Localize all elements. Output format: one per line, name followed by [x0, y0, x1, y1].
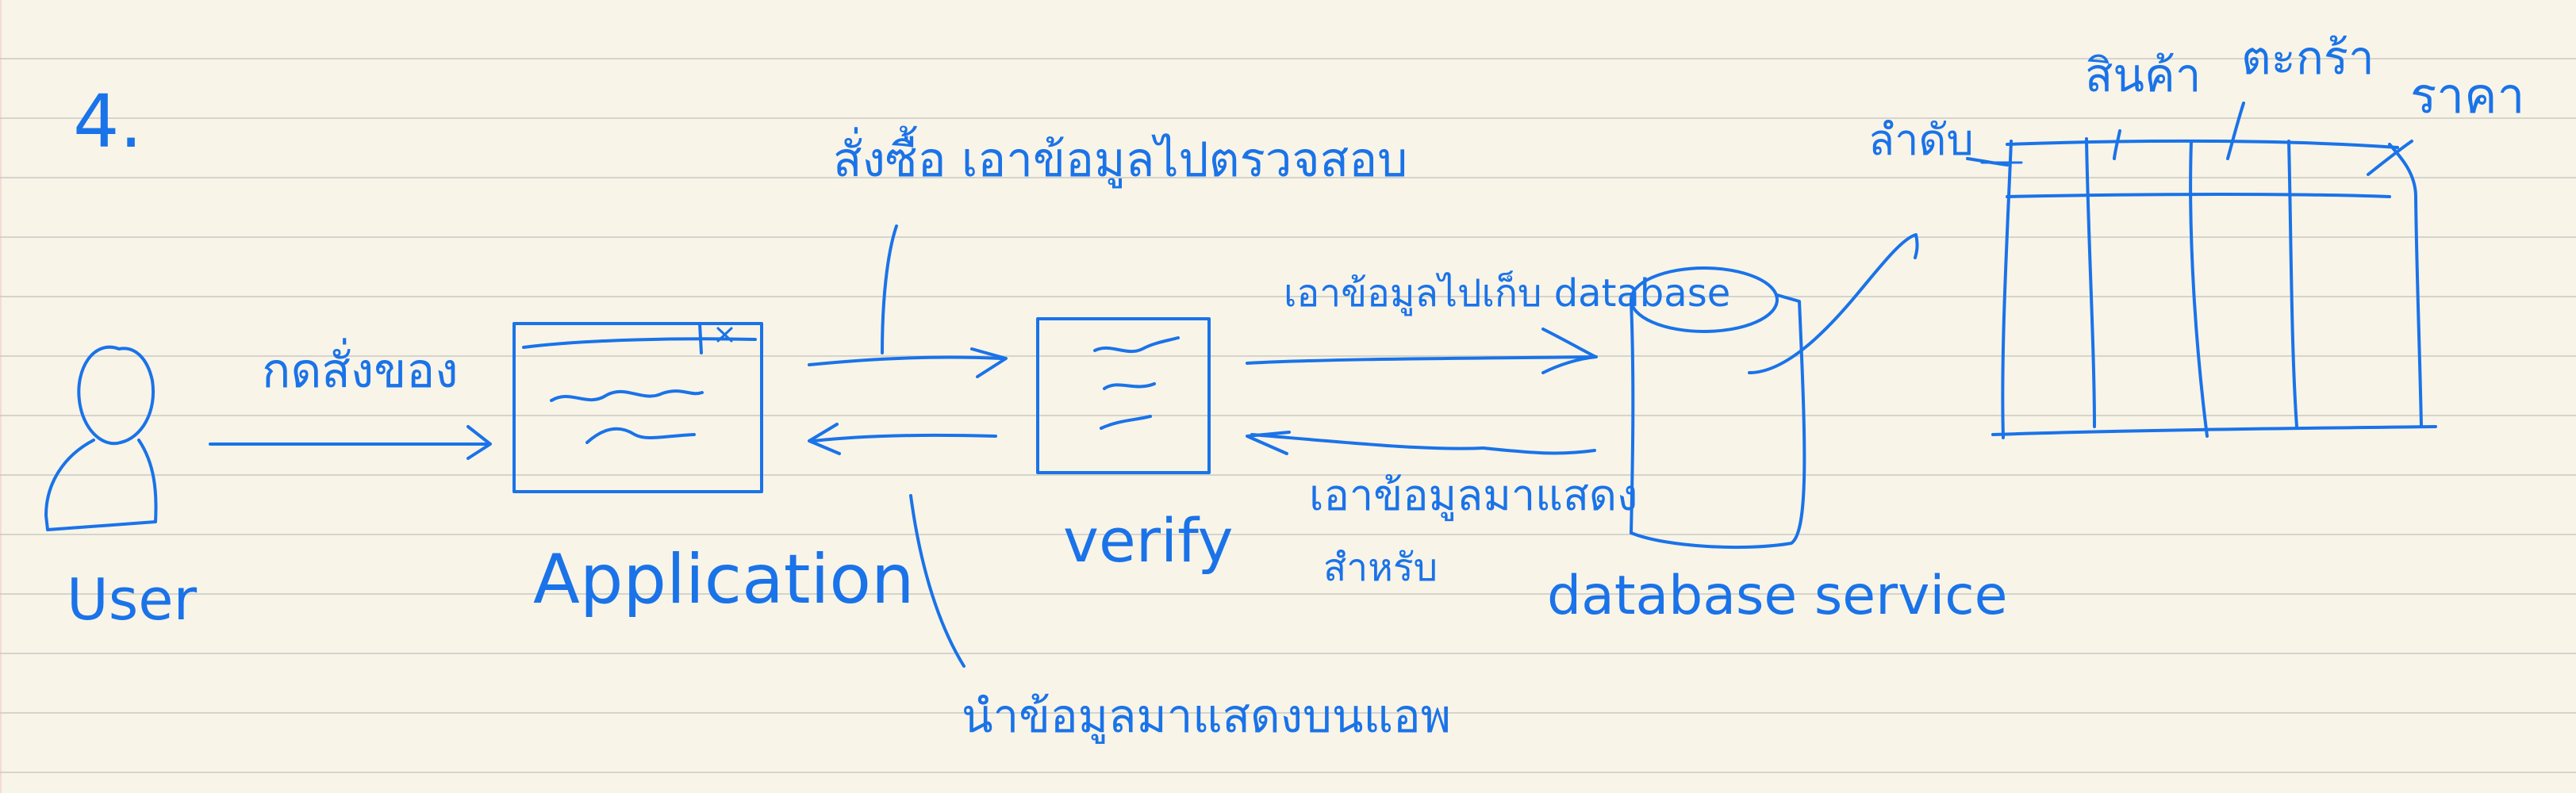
table-col-order-label: ลำดับ: [1868, 115, 1974, 165]
app-to-verify-arrow: [808, 347, 1008, 378]
product-table-grid: [1980, 137, 2437, 439]
click-order-label: กดสั่งของ: [262, 343, 459, 399]
display-in-app-caption: นำข้อมูลมาแสดงบนแอพ: [962, 689, 1451, 743]
table-col-price-label: ราคา: [2410, 67, 2525, 125]
return-data-caption-line2: สำหรับ: [1323, 546, 1438, 590]
order-label-pointer: [1966, 157, 2009, 167]
table-col-cart-label: ตะกร้า: [2241, 31, 2374, 85]
bottom-callout-line: [909, 494, 966, 668]
verify-to-app-arrow: [808, 423, 997, 455]
verify-box-icon: [1036, 317, 1211, 474]
table-col-product-label: สินค้า: [2085, 48, 2202, 102]
user-to-app-arrow: [209, 425, 492, 460]
application-window-icon: [513, 322, 763, 493]
price-label-pointer: [2367, 140, 2413, 176]
user-label: User: [67, 566, 198, 633]
database-cylinder-icon: [1630, 266, 1806, 550]
verify-label: verify: [1063, 505, 1234, 576]
application-label: Application: [533, 540, 915, 619]
product-label-pointer: [2113, 129, 2121, 160]
page-number: 4.: [73, 79, 143, 164]
user-figure-icon: [44, 345, 158, 531]
top-callout-line: [881, 224, 898, 354]
cart-label-pointer: [2226, 102, 2245, 160]
page-margin: [0, 0, 2, 793]
return-data-caption: เอาข้อมูลมาแสดง: [1309, 470, 1638, 520]
verify-to-db-arrow: [1246, 328, 1598, 374]
db-to-verify-arrow: [1246, 431, 1596, 455]
database-service-label: database service: [1547, 565, 2008, 627]
send-to-verify-caption: สั่งซื้อ เอาข้อมูลไปตรวจสอบ: [833, 132, 1408, 188]
db-to-table-connector: [1748, 233, 1919, 374]
send-to-database-caption: เอาข้อมูลไปเก็บ database: [1284, 271, 1731, 316]
